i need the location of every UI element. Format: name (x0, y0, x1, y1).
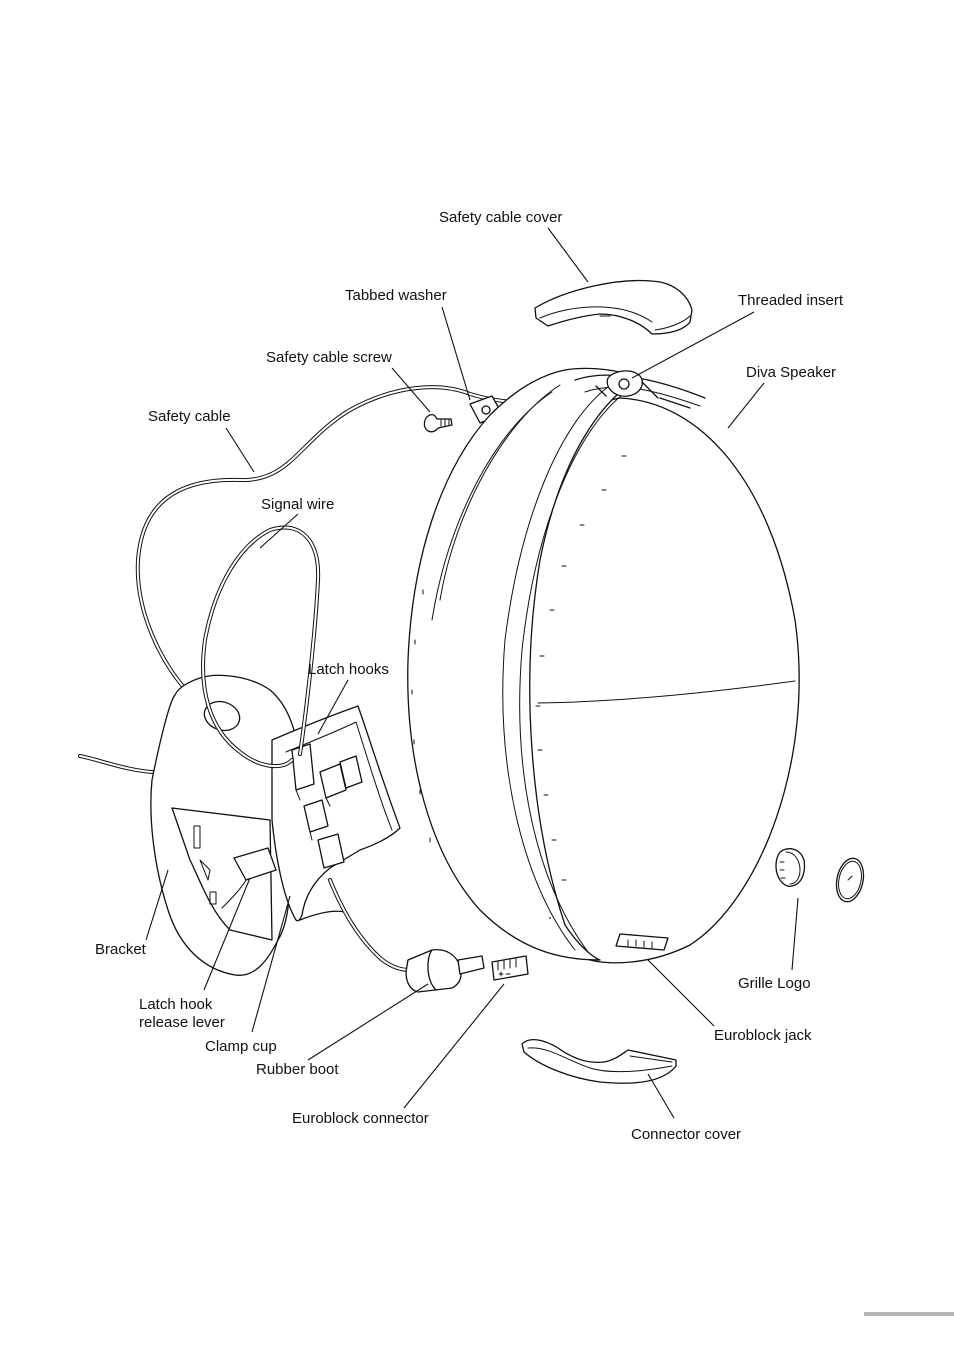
label-safety-cable-cover: Safety cable cover (439, 209, 562, 227)
label-bracket: Bracket (95, 941, 146, 959)
label-euroblock-connector: Euroblock connector (292, 1110, 429, 1128)
safety-cable-screw-drawing (424, 415, 452, 432)
label-rubber-boot: Rubber boot (256, 1061, 339, 1079)
label-threaded-insert: Threaded insert (738, 292, 843, 310)
label-connector-cover: Connector cover (631, 1126, 741, 1144)
clamp-cup-drawing (272, 706, 400, 921)
label-euroblock-jack: Euroblock jack (714, 1027, 812, 1045)
label-diva-speaker: Diva Speaker (746, 364, 836, 382)
euroblock-connector-drawing (492, 956, 528, 980)
label-latch-hooks: Latch hooks (308, 661, 389, 679)
page-edge-bar (864, 1312, 954, 1316)
safety-cable-cover-drawing (535, 281, 692, 334)
label-clamp-cup: Clamp cup (205, 1038, 277, 1056)
grille-logo-drawing (776, 849, 867, 904)
rubber-boot-drawing (406, 950, 484, 992)
label-safety-cable: Safety cable (148, 408, 231, 426)
label-grille-logo: Grille Logo (738, 975, 811, 993)
label-latch-hook-release-lever: Latch hook release lever (139, 996, 249, 1032)
diva-speaker-drawing (408, 368, 799, 962)
label-signal-wire: Signal wire (261, 496, 334, 514)
label-safety-cable-screw: Safety cable screw (266, 349, 392, 367)
label-tabbed-washer: Tabbed washer (345, 287, 447, 305)
connector-cover-drawing (522, 1040, 676, 1084)
